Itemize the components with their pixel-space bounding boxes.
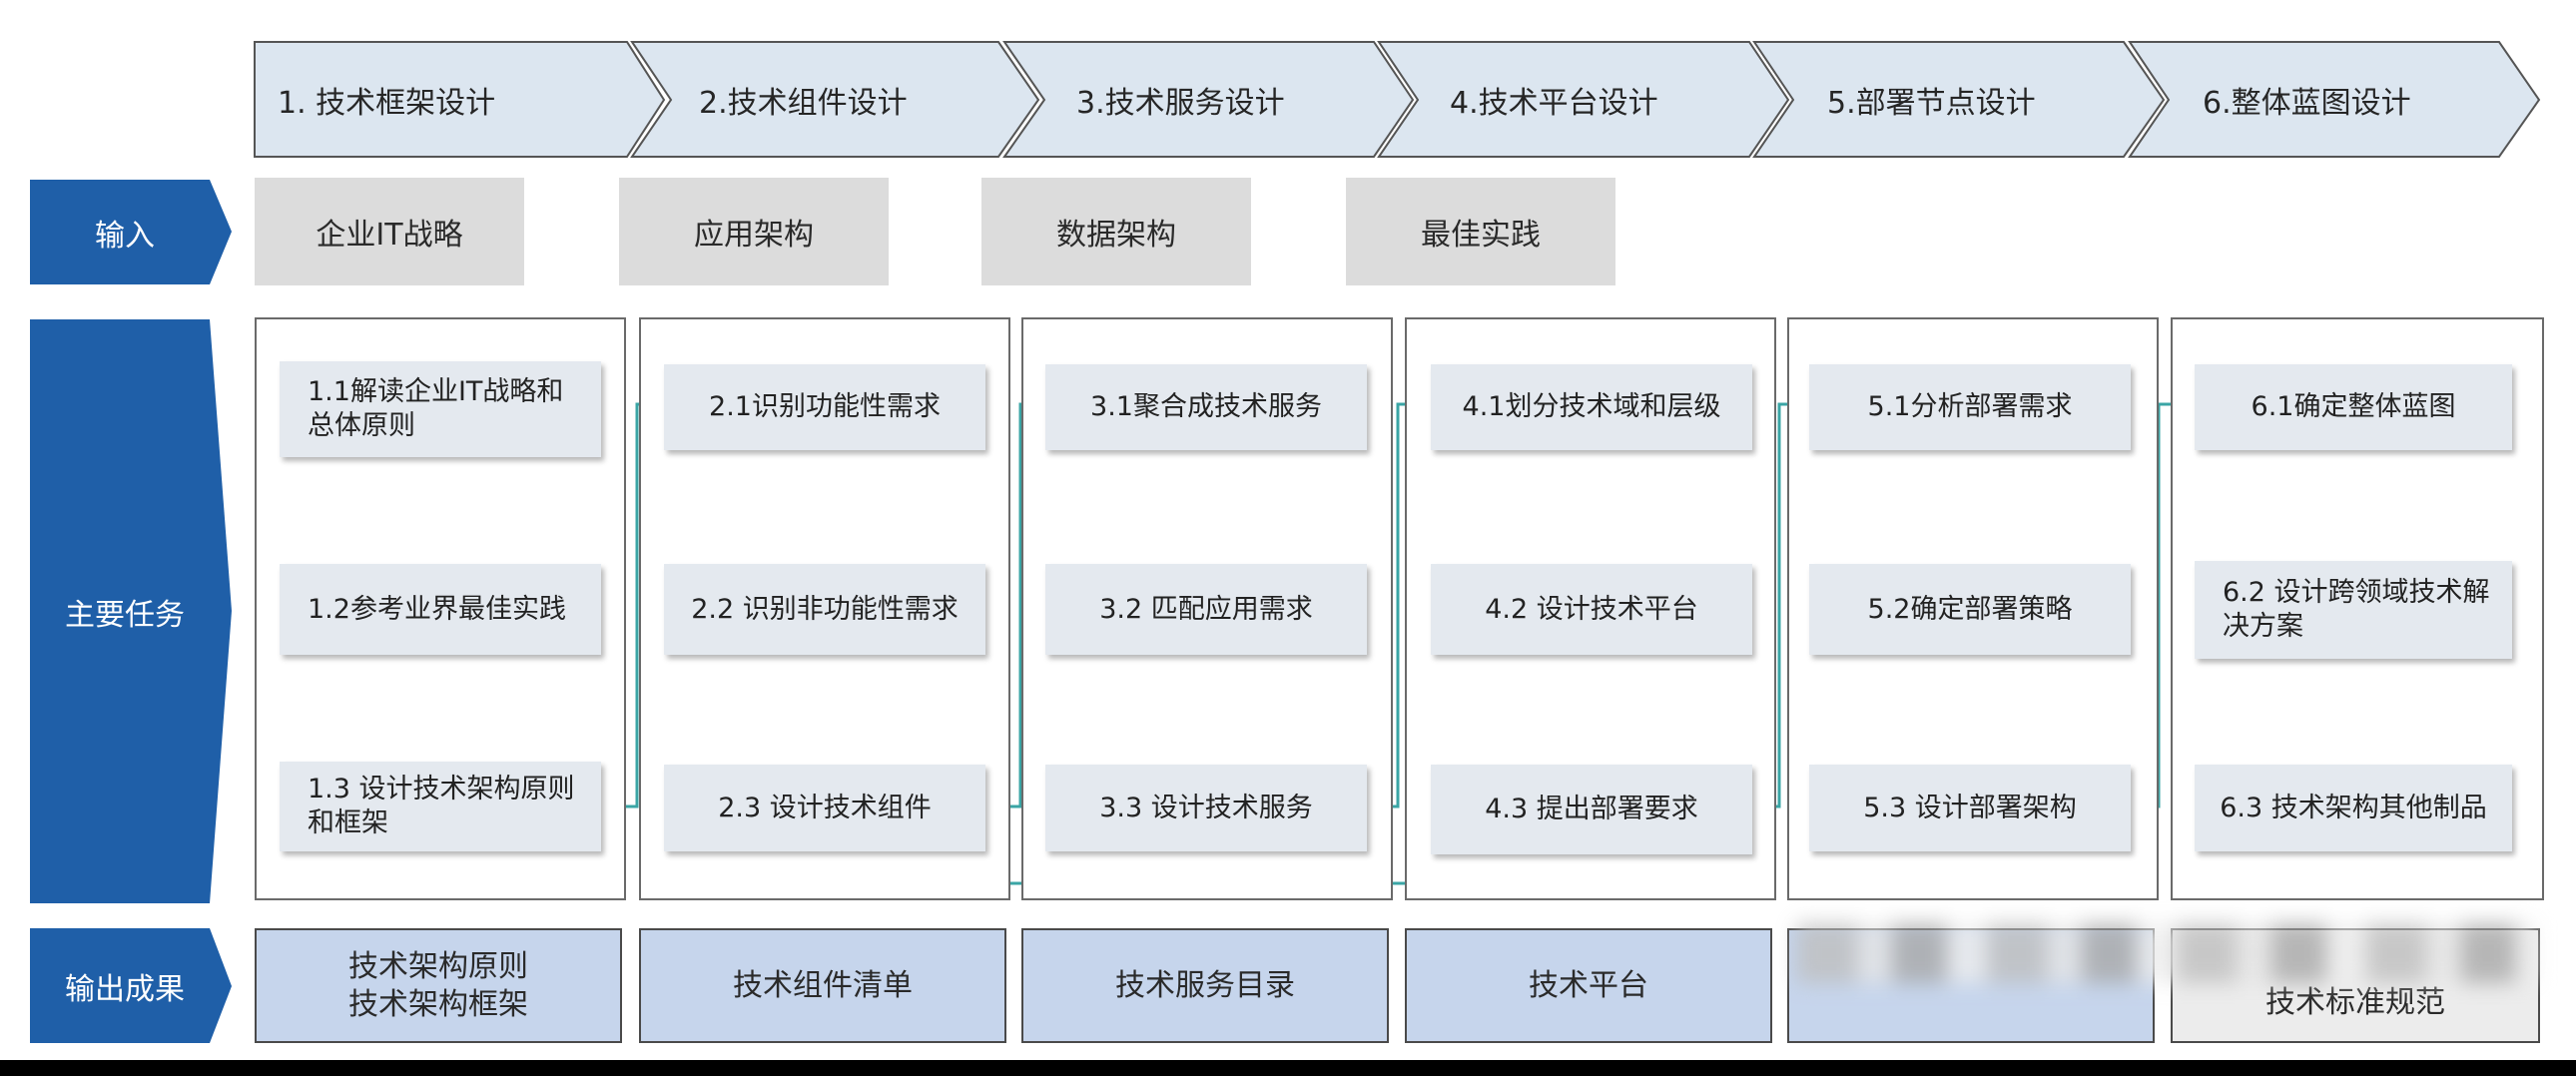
blurred-watermark [1797, 923, 2536, 983]
input-data-architecture: 数据架构 [981, 178, 1251, 285]
row-tag-tasks: 主要任务 [65, 597, 185, 633]
task-6-3: 6.3 技术架构其他制品 [2195, 765, 2512, 851]
output-3-line1: 技术服务目录 [1115, 967, 1295, 1003]
phase-label-4: 4.技术平台设计 [1450, 86, 1658, 121]
row-tag-input-shape [30, 180, 232, 284]
output-3: 技术服务目录 [1021, 928, 1389, 1043]
row-tag-outputs-shape [30, 928, 232, 1043]
phase-chevron-2 [630, 41, 1040, 158]
phase-chevrons [254, 41, 2541, 158]
task-3-3: 3.3 设计技术服务 [1045, 765, 1367, 851]
task-6-1: 6.1确定整体蓝图 [2195, 364, 2512, 450]
task-4-2: 4.2 设计技术平台 [1431, 564, 1752, 655]
bottom-edge-bar [0, 1060, 2576, 1076]
task-1-1: 1.1解读企业IT战略和总体原则 [280, 361, 601, 457]
row-tag-input: 输入 [95, 218, 155, 254]
phase-label-1: 1. 技术框架设计 [278, 86, 496, 121]
task-6-2: 6.2 设计跨领域技术解决方案 [2195, 561, 2512, 659]
input-it-strategy: 企业IT战略 [255, 178, 524, 285]
output-6-line1: 技术标准规范 [2265, 984, 2445, 1020]
row-tag-outputs: 输出成果 [65, 971, 185, 1007]
input-application-architecture: 应用架构 [619, 178, 889, 285]
task-1-2: 1.2参考业界最佳实践 [280, 564, 601, 655]
phase-chevron-5 [1752, 41, 2166, 158]
task-5-2: 5.2确定部署策略 [1809, 564, 2131, 655]
task-2-3: 2.3 设计技术组件 [664, 765, 985, 851]
task-2-1: 2.1识别功能性需求 [664, 364, 985, 450]
output-4-line1: 技术平台 [1529, 967, 1648, 1003]
phase-chevron-1 [254, 41, 666, 158]
output-2-line1: 技术组件清单 [733, 967, 913, 1003]
phase-chevron-6 [2128, 41, 2541, 158]
output-1-line1: 技术架构原则 [348, 948, 528, 984]
phase-label-6: 6.整体蓝图设计 [2203, 86, 2411, 121]
task-2-2: 2.2 识别非功能性需求 [664, 564, 985, 655]
phase-label-5: 5.部署节点设计 [1827, 86, 2036, 121]
row-tag-tasks-shape [30, 319, 232, 903]
output-4: 技术平台 [1405, 928, 1772, 1043]
task-5-3: 5.3 设计部署架构 [1809, 765, 2131, 851]
task-3-1: 3.1聚合成技术服务 [1045, 364, 1367, 450]
task-3-2: 3.2 匹配应用需求 [1045, 564, 1367, 655]
phase-chevron-4 [1377, 41, 1790, 158]
phase-label-2: 2.技术组件设计 [699, 86, 908, 121]
task-4-3: 4.3 提出部署要求 [1431, 765, 1752, 854]
task-5-1: 5.1分析部署需求 [1809, 364, 2131, 450]
task-1-3: 1.3 设计技术架构原则和框架 [280, 762, 601, 851]
task-4-1: 4.1划分技术域和层级 [1431, 364, 1752, 450]
output-1: 技术架构原则 技术架构框架 [255, 928, 622, 1043]
phase-label-3: 3.技术服务设计 [1076, 86, 1285, 121]
input-best-practice: 最佳实践 [1346, 178, 1615, 285]
output-1-line2: 技术架构框架 [348, 986, 528, 1022]
phase-chevron-3 [1002, 41, 1415, 158]
output-2: 技术组件清单 [639, 928, 1006, 1043]
